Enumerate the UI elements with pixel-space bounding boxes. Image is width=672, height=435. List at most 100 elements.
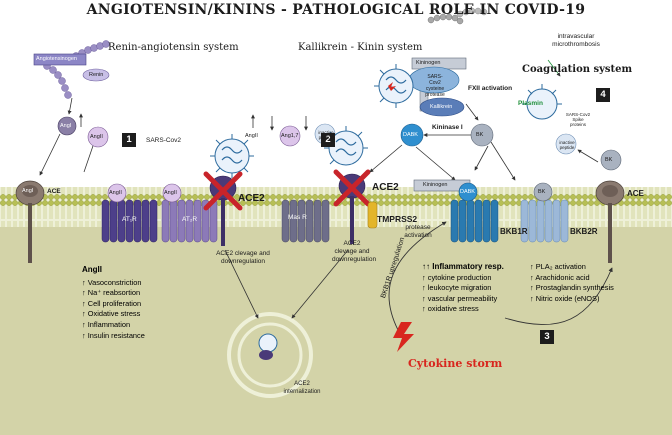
kks-header: Kallikrein - Kinin system: [298, 42, 423, 53]
dabk-label-bkb1r: DABK: [460, 189, 475, 195]
bkb2r-effects-list: ↑ PLA₂ activation ↑ Arachidonic acid ↑ P…: [530, 262, 614, 304]
arrow-plasmin: [547, 59, 561, 77]
angII-label-mid: AngII: [245, 133, 258, 139]
ras-header: Renin-angiotensin system: [108, 42, 239, 53]
internalized-virus: [258, 333, 278, 353]
dabk-molecule-top: [400, 123, 424, 147]
kininogen-chain-right: [456, 7, 488, 18]
intravascular-label: intravascular microthrombosis: [552, 33, 600, 48]
masr-receptor: [281, 199, 330, 243]
virus-3: [374, 64, 414, 108]
bkb2r-effect-item: ↑ Arachidonic acid: [530, 272, 590, 282]
diagram-title: ANGIOTENSIN/KININS - PATHOLOGICAL ROLE I…: [86, 2, 586, 18]
marker-3: 3: [540, 330, 554, 344]
ace2-cleavage-label-2: ACE2 clevage and downregulation: [332, 240, 377, 263]
bkb2r-effect-text: PLA₂ activation: [535, 262, 586, 271]
ace2-cleavage-label-1: ACE2 clevage and downregulation: [216, 250, 270, 265]
arrow-dabk-to-bkb1r: [415, 146, 456, 181]
at1r-receptor: [101, 199, 158, 243]
bkb2r-receptor: [520, 199, 569, 243]
tmprss2-protein: [367, 201, 378, 229]
angII-bound-at2r: [162, 183, 182, 203]
bkb1r-label: BKB1R: [500, 227, 528, 236]
renin-label: Renin: [89, 72, 104, 78]
cell-membrane: [0, 187, 672, 227]
angiotensinogen-label: Angiotensinogen: [36, 56, 77, 62]
angII-effect-text: Na⁺ reabsortion: [87, 288, 141, 298]
inactive-peptide-label-right: inactive peptide: [559, 140, 575, 150]
angII-bound-at1r: [107, 183, 127, 203]
cytoplasm-background: [0, 225, 672, 435]
at2r-receptor: [161, 199, 218, 243]
renin-enzyme: [82, 68, 110, 82]
plasmin-label: Plasmin: [518, 100, 543, 107]
inflammatory-item: ↑ vascular permeability: [422, 293, 498, 303]
kininase-label: Kininase I: [432, 124, 463, 131]
angII-label-top: AngII: [90, 134, 103, 140]
kininogen-chain-top: [427, 13, 464, 25]
bkb2r-effect-text: Nitric oxide (eNOS): [535, 293, 600, 303]
inflammatory-heading-text: Inflammatory resp.: [432, 262, 504, 271]
loop-arrow-right: [504, 267, 613, 326]
angII-effect-text: Insulin resistance: [87, 330, 145, 340]
angiotensinogen-box: [33, 53, 87, 66]
ace2-label-left: ACE2: [238, 193, 265, 204]
inflammatory-item-text: leukocyte migration: [427, 283, 492, 293]
bkb1r-receptor: [450, 199, 499, 243]
kininogen-label-top: Kininogen: [416, 60, 441, 66]
tmprss2-label: TMPRSS2: [377, 214, 418, 224]
virus-1: [210, 134, 254, 178]
ang17-molecule: [279, 125, 301, 147]
bk-label-top: BK: [476, 132, 484, 138]
masr-label: Mas R: [288, 214, 307, 221]
angI-molecule: [57, 116, 77, 136]
internalized-ace2: [259, 350, 273, 360]
spike-protein-label: SARS-Cov2 Spike proteins: [565, 112, 591, 127]
inflammatory-list: ↑↑ Inflammatory resp. ↑ cytokine product…: [422, 262, 504, 315]
angII-effect-text: Vasoconstriction: [87, 277, 142, 287]
angII-molecule-top: [87, 126, 109, 148]
bkb1r-upregulation-arrow: [388, 221, 447, 331]
bk-label-bkb2r: BK: [538, 189, 546, 195]
inflammatory-item-text: vascular permeability: [427, 293, 498, 303]
kallikrein-enzyme: [419, 97, 465, 117]
cytokine-storm-bolt: [393, 322, 414, 352]
inflammatory-item-text: oxidative stress: [427, 304, 479, 314]
marker-4: 4: [596, 88, 610, 102]
virus-4: [522, 84, 562, 120]
arrow-bk-to-bkb2r: [490, 141, 516, 181]
sars-protease-label: SARS-Cov2 cysteine protease: [425, 74, 445, 98]
ace-receptor-right: [595, 180, 625, 263]
angII-effect-item: ↑ Inflammation: [82, 319, 131, 329]
angII-effect-item: ↑ Insulin resistance: [82, 330, 145, 340]
ace2-internalization-label: ACE2 internalization: [283, 381, 321, 395]
at2r-label: AT₂R: [182, 216, 198, 223]
ace-label-right: ACE: [627, 189, 644, 198]
bkb2r-label: BKB2R: [570, 227, 598, 236]
angII-effect-item: ↑ Cell proliferation: [82, 298, 142, 308]
protease-spark: [388, 82, 396, 91]
bkb2r-effect-text: Prostaglandin synthesis: [535, 283, 614, 293]
inflammatory-item: ↑ cytokine production: [422, 272, 492, 282]
inactive-peptide-right: [555, 133, 577, 155]
arrow-ace-to-inactive: [577, 149, 599, 163]
sars-cov2-label: SARS-Cov2: [146, 137, 182, 144]
ace2-label-right: ACE2: [372, 182, 399, 193]
bkb2r-effect-item: ↑ Nitric oxide (eNOS): [530, 293, 600, 303]
marker-1: 1: [122, 133, 136, 147]
ace-label-left: ACE: [47, 188, 61, 195]
fxii-label: FXII activation: [468, 85, 513, 92]
ace2-internalization-vesicle: [227, 312, 313, 398]
inflammatory-item: ↑ oxidative stress: [422, 304, 479, 314]
angII-label-at1r: AngII: [109, 190, 122, 196]
arrow-internalization-left: [224, 249, 259, 319]
protease-activation-label: protease activation: [404, 224, 432, 239]
angII-effect-text: Oxidative stress: [87, 309, 141, 319]
inflammatory-item: ↑ leukocyte migration: [422, 283, 492, 293]
angII-effects-heading: AngII: [82, 265, 102, 274]
angI-label-top: AngI: [60, 123, 72, 129]
arrow-angI-to-ace: [39, 133, 61, 176]
arrow-kallikrein-to-bk: [465, 103, 479, 121]
inactive-peptide-label-top: inactive peptide: [318, 130, 334, 140]
